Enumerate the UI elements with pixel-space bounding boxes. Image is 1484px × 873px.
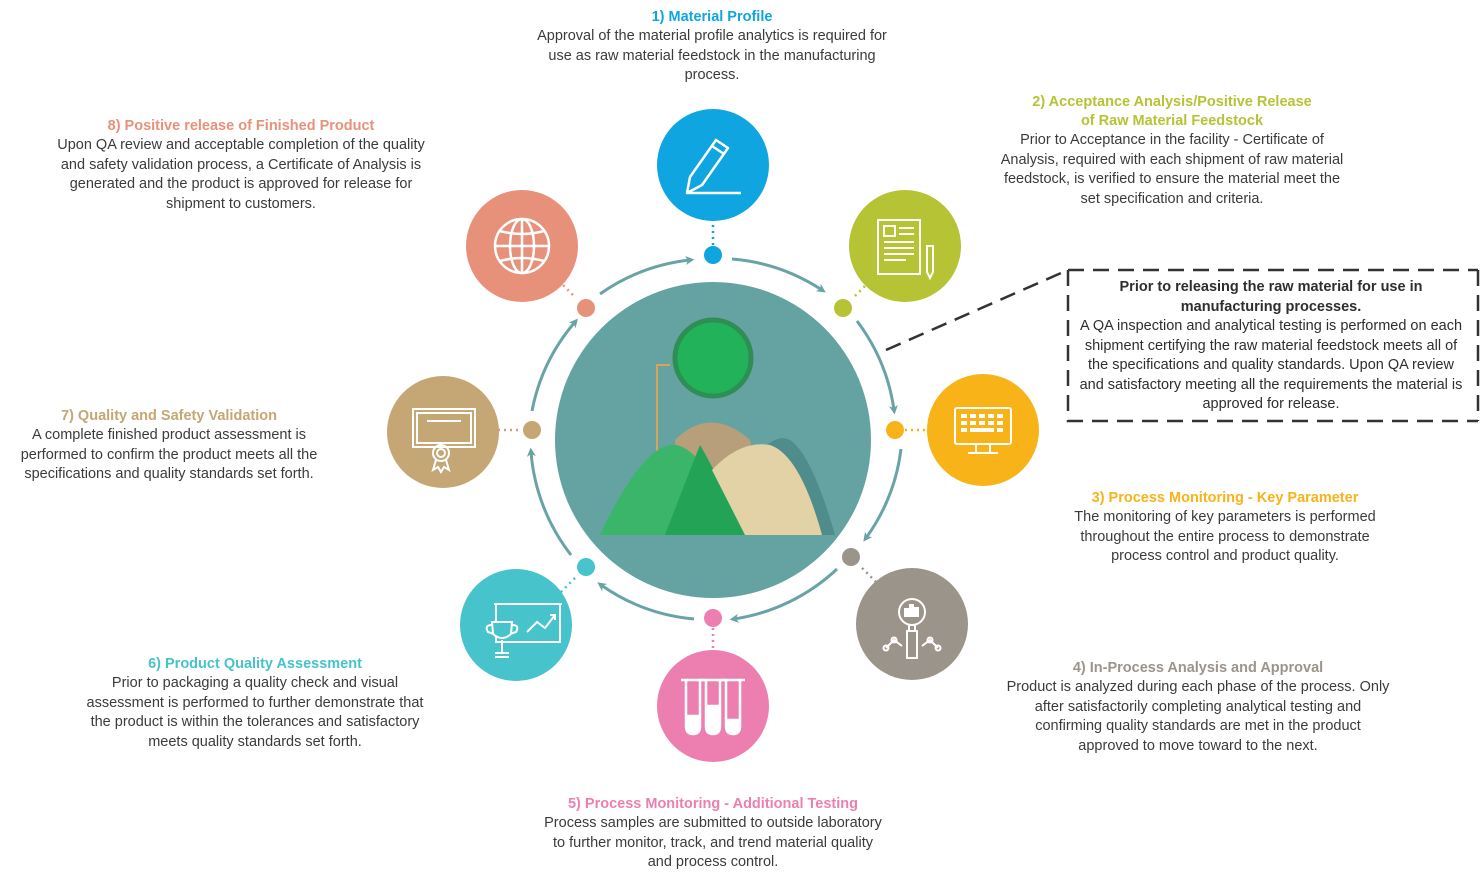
step-4-node: [842, 548, 968, 680]
ring-arrow-4-5: [729, 567, 839, 623]
step-1-description: Approval of the material profile analyti…: [537, 28, 887, 83]
step-2-circle: [849, 190, 961, 302]
ring-arrow-2-3: [855, 320, 898, 415]
step-6-text: 6) Product Quality Assessment Prior to p…: [85, 655, 425, 752]
step-2-dot: [834, 299, 852, 317]
ring-arrow-8-1: [599, 256, 695, 296]
step-7-text: 7) Quality and Safety Validation A compl…: [4, 407, 334, 485]
step-5-node: [657, 609, 769, 762]
certificate-icon: [412, 408, 476, 474]
step-2-node: [834, 190, 961, 317]
step-8-dot: [577, 299, 595, 317]
step-1-circle: [657, 109, 769, 221]
ring-arrow-7-8: [530, 318, 578, 412]
step-6-dot: [577, 558, 595, 576]
hub-lens: [672, 317, 754, 399]
step-5-dot: [704, 609, 722, 627]
callout-body: A QA inspection and analytical testing i…: [1079, 318, 1463, 412]
cycle-ring: [526, 256, 903, 623]
step-8-text: 8) Positive release of Finished Product …: [52, 117, 430, 214]
step-5-description: Process samples are submitted to outside…: [544, 815, 882, 870]
callout-title: Prior to releasing the raw material for …: [1119, 279, 1423, 315]
step-7-node: [387, 376, 541, 488]
step-4-text: 4) In-Process Analysis and Approval Prod…: [1003, 659, 1393, 756]
step-8-description: Upon QA review and acceptable completion…: [57, 137, 425, 212]
step-4-dot: [842, 548, 860, 566]
step-8-node: [466, 190, 595, 317]
step-4-description: Product is analyzed during each phase of…: [1006, 679, 1390, 754]
step-6-description: Prior to packaging a quality check and v…: [86, 675, 424, 750]
step-3-description: The monitoring of key parameters is perf…: [1074, 509, 1376, 564]
step-3-dot: [886, 421, 904, 439]
monitor-icon: [954, 407, 1012, 454]
hub-mountain-green-dark: [665, 445, 745, 535]
step-1-title: 1) Material Profile: [651, 9, 773, 25]
step-7-title: 7) Quality and Safety Validation: [61, 408, 277, 424]
step-3-text: 3) Process Monitoring - Key Parameter Th…: [1055, 489, 1395, 567]
step-7-circle: [387, 376, 499, 488]
step-2-text: 2) Acceptance Analysis/Positive Release …: [997, 93, 1347, 209]
callout-frame: [885, 268, 1480, 423]
step-5-title: 5) Process Monitoring - Additional Testi…: [567, 796, 858, 812]
step-7-dot: [523, 421, 541, 439]
step-2-title: 2) Acceptance Analysis/Positive Release …: [1032, 94, 1312, 129]
ring-arrow-3-4: [863, 448, 903, 542]
step-6-title: 6) Product Quality Assessment: [148, 656, 362, 672]
step-1-node: [657, 109, 769, 264]
document-icon: [877, 219, 934, 281]
step-2-description: Prior to Acceptance in the facility - Ce…: [1000, 132, 1344, 207]
test-tubes-icon: [681, 678, 745, 736]
magnifier-chart-icon: [882, 598, 942, 659]
trophy-board-icon: [485, 603, 562, 658]
step-1-text: 1) Material Profile Approval of the mate…: [522, 8, 902, 86]
step-4-title: 4) In-Process Analysis and Approval: [1072, 660, 1324, 676]
step-7-description: A complete finished product assessment i…: [20, 427, 318, 482]
step-5-text: 5) Process Monitoring - Additional Testi…: [540, 795, 886, 873]
globe-icon: [493, 217, 551, 275]
step-1-dot: [704, 246, 722, 264]
ring-arrow-6-7: [526, 447, 573, 556]
step-3-node: [886, 374, 1039, 486]
callout-box: Prior to releasing the raw material for …: [1075, 278, 1467, 415]
pencil-icon: [685, 138, 741, 195]
center-hub: [555, 282, 871, 598]
step-8-title: 8) Positive release of Finished Product: [107, 118, 375, 134]
step-6-node: [460, 558, 595, 681]
ring-arrow-1-2: [731, 257, 826, 293]
hub-mountain-beige: [712, 444, 822, 535]
step-3-title: 3) Process Monitoring - Key Parameter: [1091, 490, 1359, 506]
ring-arrow-5-6: [597, 582, 695, 621]
